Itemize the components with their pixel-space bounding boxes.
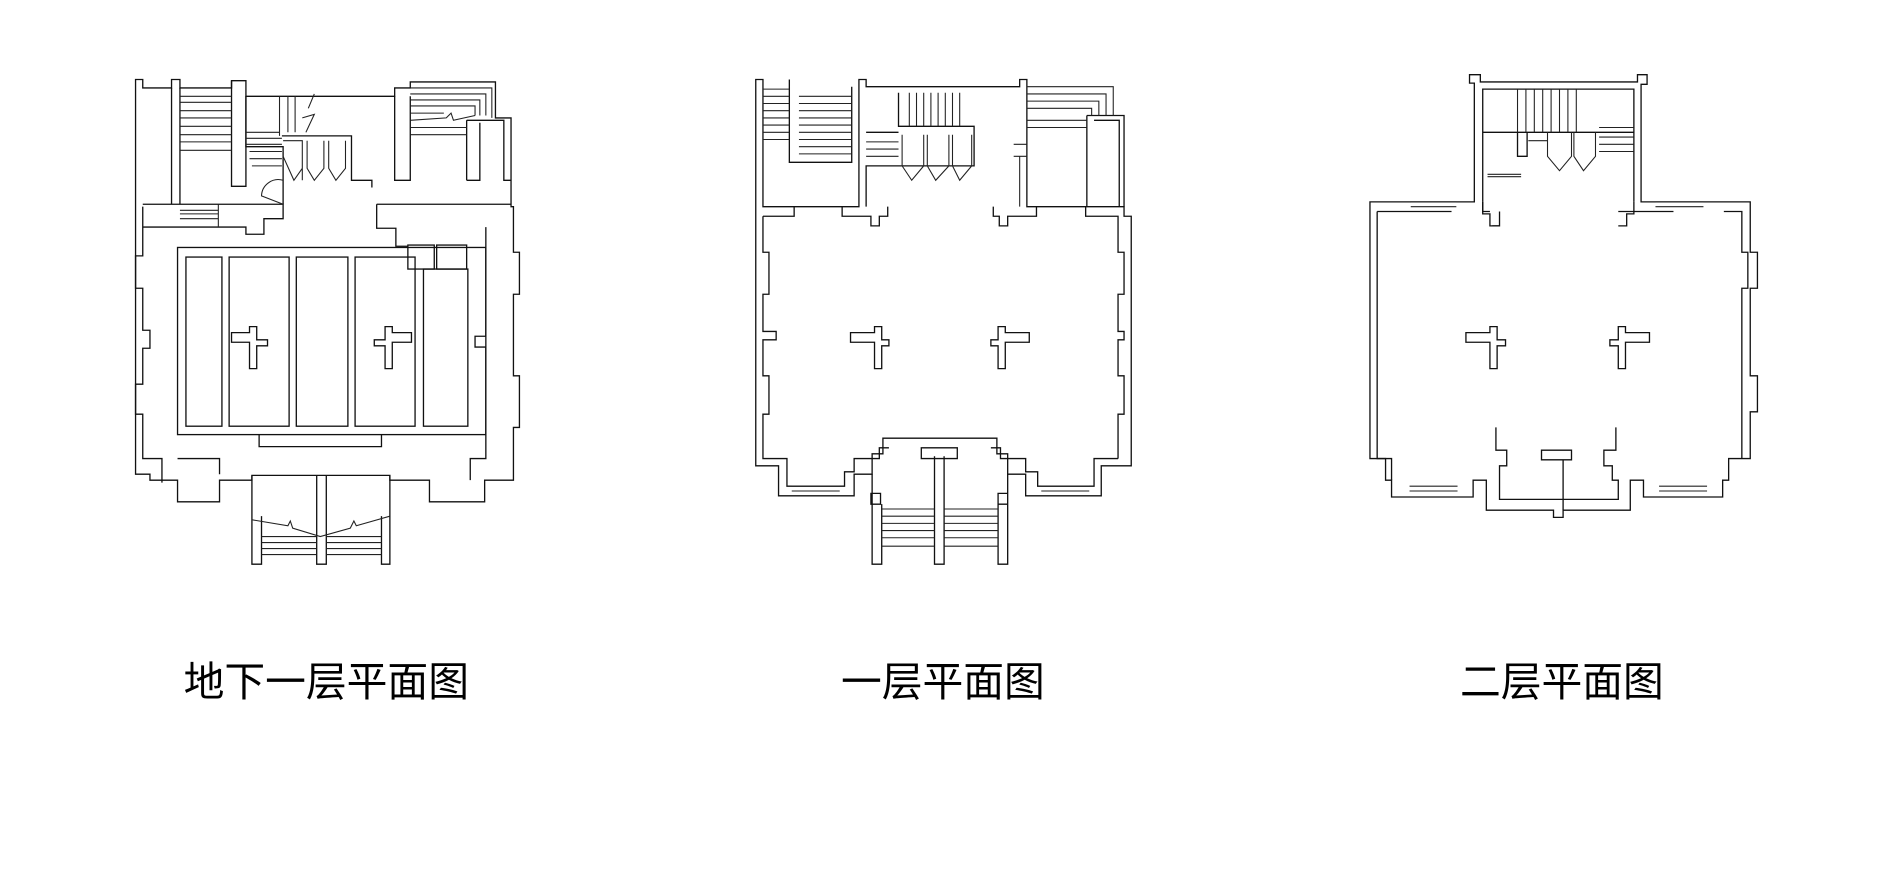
first-floor-plan: 一层平面图 — [755, 78, 1132, 706]
first-floor-stair-left — [762, 79, 853, 163]
first-floor-column-left — [849, 325, 890, 370]
first-floor-stair-center — [865, 92, 975, 207]
basement-room-5 — [422, 268, 469, 427]
basement-room-6 — [407, 244, 435, 270]
second-floor-pilasters-top — [1482, 201, 1635, 227]
first-floor-outer-wall — [755, 78, 1132, 497]
second-floor-title: 二层平面图 — [1460, 658, 1664, 706]
basement-room-1 — [185, 256, 223, 427]
basement-entrance-stair — [251, 475, 391, 565]
second-floor-elevator-doors — [1546, 132, 1597, 172]
basement-hall — [176, 246, 487, 436]
second-floor-stair — [1409, 88, 1708, 492]
second-floor-plan: 二层平面图 — [1369, 74, 1759, 706]
second-floor-column-left — [1465, 325, 1507, 370]
first-floor-title: 一层平面图 — [841, 658, 1045, 706]
second-floor-balcony-post — [1540, 449, 1573, 511]
basement-stair-top-right — [394, 87, 512, 181]
basement-elevator-doors — [282, 140, 347, 182]
first-floor-entrance-stair — [791, 447, 1090, 565]
second-floor-inner-wall — [1376, 201, 1749, 501]
first-floor-elevator-doors — [901, 134, 973, 182]
second-floor-outer-wall — [1369, 74, 1759, 519]
basement-outer-wall — [134, 78, 521, 503]
basement-room-3 — [295, 256, 349, 427]
basement-room-7 — [436, 244, 468, 270]
basement-room-2 — [228, 256, 290, 427]
second-floor-column-right — [1609, 325, 1651, 370]
first-floor-pilasters-top — [841, 206, 1038, 227]
basement-column-left — [230, 325, 269, 370]
basement-door-swing — [260, 179, 284, 205]
basement-stair-top-left — [170, 80, 247, 228]
basement-title: 地下一层平面图 — [184, 658, 469, 706]
first-floor-inner-wall — [762, 206, 1125, 487]
basement-lower-niche — [258, 434, 383, 448]
first-floor-column-right — [990, 325, 1030, 370]
basement-column-right — [373, 325, 413, 370]
basement-room-4 — [354, 256, 416, 427]
first-floor-stair-right — [1013, 86, 1125, 207]
basement-stair-center — [245, 93, 373, 205]
basement-plan: 地下一层平面图 — [134, 78, 521, 706]
basement-inner-wall — [134, 203, 512, 483]
